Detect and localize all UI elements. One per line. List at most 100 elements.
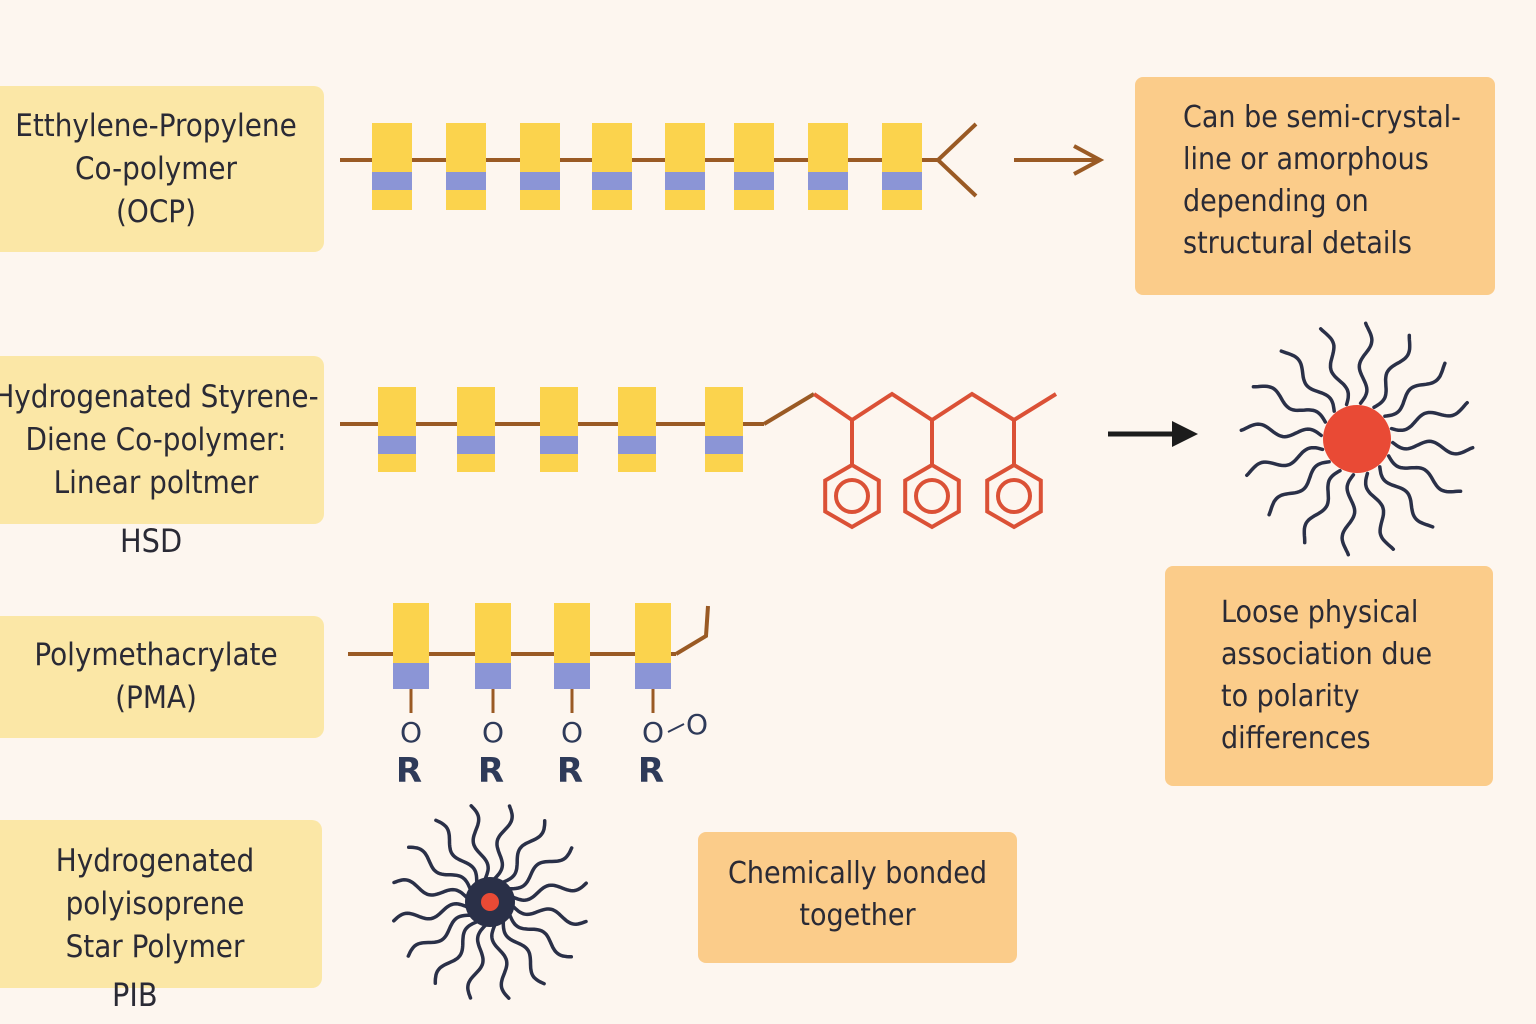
pma-r-group-label: R — [396, 751, 422, 791]
ocp-label-box: Etthylene-Propylene Co-polymer (OCP) — [0, 86, 324, 252]
star-arm — [1372, 333, 1412, 410]
star-arm — [1245, 445, 1325, 478]
pib-label-line-1: Hydrogenated — [55, 842, 255, 879]
ocp-note-line-4: structural details — [1183, 226, 1412, 261]
pma-monomer-unit: OR — [475, 603, 511, 791]
micelle-star-icon — [1239, 321, 1475, 557]
pma-r-group-label: R — [638, 751, 664, 791]
ocp-monomer-unit — [446, 123, 486, 210]
star-arm — [501, 920, 546, 986]
ocp-label-line-2: Co-polymer — [75, 150, 237, 187]
hsd-monomer-unit — [378, 387, 416, 472]
benzene-ring-icon — [903, 462, 961, 530]
hsd-note-line-3: to polarity — [1221, 679, 1360, 714]
hsd-monomer-unit — [618, 387, 656, 472]
hsd-arrow — [1108, 421, 1198, 447]
ocp-label-line-3: (OCP) — [115, 193, 196, 230]
star-arm — [406, 913, 472, 958]
hsd-monomer-unit — [705, 387, 743, 472]
hsd-monomer-unit — [540, 387, 578, 472]
benzene-ring-icon — [823, 462, 881, 530]
ocp-chain — [340, 122, 978, 210]
ocp-monomer-unit — [372, 123, 412, 210]
pma-monomer-unit: OR — [554, 603, 590, 791]
hsd-chain — [340, 387, 1058, 530]
ocp-monomer-unit — [882, 123, 922, 210]
star-arm — [466, 923, 487, 1000]
star-core-center — [481, 893, 499, 911]
star-arm — [1386, 454, 1463, 494]
ocp-note-line-1: Can be semi-crystal- — [1183, 100, 1461, 135]
hsd-label-line-3: Linear poltmer — [53, 464, 259, 501]
hsd-label-line-1: Hydrogenated Styrene- — [0, 378, 319, 415]
pma-extra-oxygen: O — [686, 708, 708, 741]
pib-label-box: Hydrogenated polyisoprene Star Polymer — [0, 820, 322, 988]
hsd-note-line-4: differences — [1221, 721, 1371, 756]
star-arm — [501, 818, 547, 884]
star-arm — [1267, 460, 1331, 517]
hsd-note-line-1: Loose physical — [1221, 595, 1419, 630]
star-arm — [1383, 361, 1447, 418]
star-arm — [1363, 471, 1396, 551]
star-arm — [1378, 465, 1435, 529]
pib-note-box: Chemically bonded together — [698, 832, 1017, 963]
star-polymer-icon — [392, 804, 588, 1000]
hsd-label-line-2: Diene Co-polymer: — [25, 421, 287, 458]
star-arm — [511, 881, 588, 902]
pma-oxygen-label: O — [400, 716, 422, 749]
star-arm — [406, 845, 472, 891]
ocp-monomer-unit — [734, 123, 774, 210]
pma-oxygen-label: O — [482, 716, 504, 749]
pib-abbreviation: PIB — [112, 976, 158, 1014]
pma-label-box: Polymethacrylate (PMA) — [0, 616, 324, 738]
star-arm — [1318, 327, 1351, 407]
hsd-abbreviation: HSD — [120, 522, 183, 560]
pma-monomer-unit: OR — [393, 603, 429, 791]
pib-note-line-2: together — [799, 897, 916, 933]
ocp-chain-end-fork — [935, 122, 978, 198]
pma-r-group-label: R — [478, 751, 504, 791]
ocp-monomer-unit — [592, 123, 632, 210]
star-arm — [508, 913, 574, 959]
ocp-monomer-unit — [520, 123, 560, 210]
star-arm — [1239, 422, 1323, 439]
pma-label-line-1: Polymethacrylate — [34, 637, 278, 673]
star-arm — [392, 878, 469, 899]
ocp-note-box: Can be semi-crystal- line or amorphous d… — [1135, 77, 1495, 295]
hsd-note-line-2: association due — [1221, 637, 1433, 672]
star-arm — [1389, 400, 1469, 433]
pma-monomer-unit: OR — [635, 603, 671, 791]
star-arm — [433, 920, 479, 986]
star-arm — [508, 846, 574, 891]
star-arm — [1302, 468, 1342, 545]
ocp-monomer-unit — [808, 123, 848, 210]
star-arm — [434, 818, 479, 884]
star-arm — [1340, 473, 1357, 557]
star-arm — [493, 804, 514, 881]
hsd-note-box: Loose physical association due to polari… — [1165, 566, 1493, 786]
star-arm — [1251, 384, 1328, 424]
hsd-backbone-tail — [762, 392, 816, 426]
ocp-arrow — [1014, 144, 1105, 176]
star-arm — [1391, 439, 1475, 456]
hsd-label-box: Hydrogenated Styrene- Diene Co-polymer: … — [0, 356, 324, 524]
styrene-segment — [812, 391, 1058, 530]
ocp-note-line-3: depending on — [1183, 184, 1369, 219]
star-arm — [392, 902, 469, 923]
pma-label-line-2: (PMA) — [115, 680, 197, 716]
pib-label-line-3: Star Polymer — [65, 928, 245, 965]
hsd-monomer-unit — [457, 387, 495, 472]
star-arm — [1357, 321, 1374, 405]
star-arm — [1279, 349, 1336, 413]
star-arm — [469, 804, 490, 881]
star-arm — [511, 905, 588, 926]
pma-chain-end — [674, 605, 710, 656]
pib-label-line-2: polyisoprene — [65, 885, 245, 922]
ocp-label-line-1: Etthylene-Propylene — [15, 107, 297, 144]
ocp-note-line-2: line or amorphous — [1183, 142, 1429, 177]
pib-note-line-1: Chemically bonded — [728, 855, 987, 891]
pma-oxygen-label: O — [561, 716, 583, 749]
ocp-monomer-unit — [665, 123, 705, 210]
pma-oxygen-label: O — [642, 716, 664, 749]
